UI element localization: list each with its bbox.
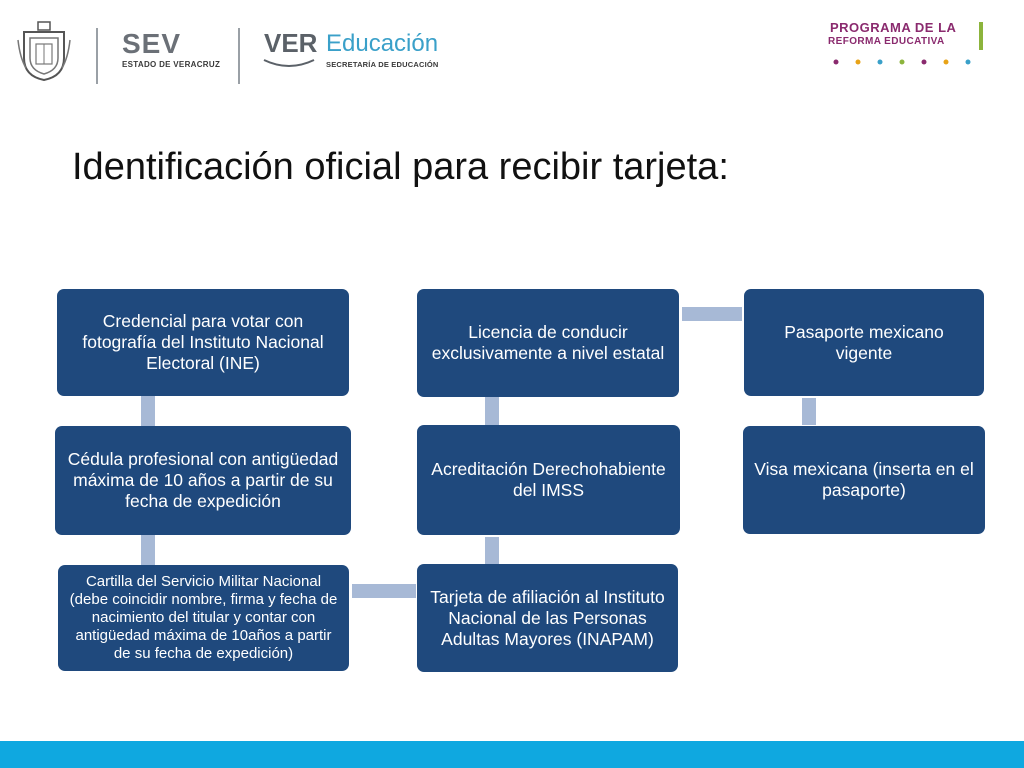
node-licencia: Licencia de conducir exclusivamente a ni…	[417, 289, 679, 397]
connector-inapam-imss	[485, 537, 499, 564]
connector-cartilla-inapam	[352, 584, 416, 598]
header: SEV ESTADO DE VERACRUZ VER Educación SEC…	[0, 0, 1024, 100]
program-logo-line1: PROGRAMA DE LA	[830, 20, 957, 35]
footer-bar	[0, 741, 1024, 768]
slide-title: Identificación oficial para recibir tarj…	[72, 146, 729, 188]
node-cartilla: Cartilla del Servicio Militar Nacional (…	[58, 565, 349, 671]
ver-arc-icon	[263, 59, 315, 67]
connector-pasaporte-visa	[802, 398, 816, 425]
ver-logo-text: VER	[264, 28, 318, 58]
node-imss: Acreditación Derechohabiente del IMSS	[417, 425, 680, 535]
node-pasaporte: Pasaporte mexicano vigente	[744, 289, 984, 396]
sev-logo-text: SEV	[122, 28, 182, 59]
node-inapam: Tarjeta de afiliación al Instituto Nacio…	[417, 564, 678, 672]
connector-cedula-cartilla	[141, 535, 155, 565]
veracruz-seal-icon	[17, 21, 71, 82]
header-divider	[238, 28, 240, 84]
program-logo-line2: REFORMA EDUCATIVA	[828, 36, 945, 47]
node-cedula: Cédula profesional con antigüedad máxima…	[55, 426, 351, 535]
program-logo-bar	[979, 22, 983, 50]
header-divider	[96, 28, 98, 84]
ver-subtitle: SECRETARÍA DE EDUCACIÓN	[326, 60, 439, 69]
node-ine: Credencial para votar con fotografía del…	[57, 289, 349, 396]
connector-ine-cedula	[141, 396, 155, 426]
educacion-logo-text: Educación	[326, 30, 439, 57]
node-visa: Visa mexicana (inserta en el pasaporte)	[743, 426, 985, 534]
connector-imss-licencia	[485, 397, 499, 425]
program-logo-dots-icon	[833, 59, 971, 65]
sev-subtitle: ESTADO DE VERACRUZ	[122, 60, 221, 69]
connector-licencia-pasaporte	[682, 307, 742, 321]
